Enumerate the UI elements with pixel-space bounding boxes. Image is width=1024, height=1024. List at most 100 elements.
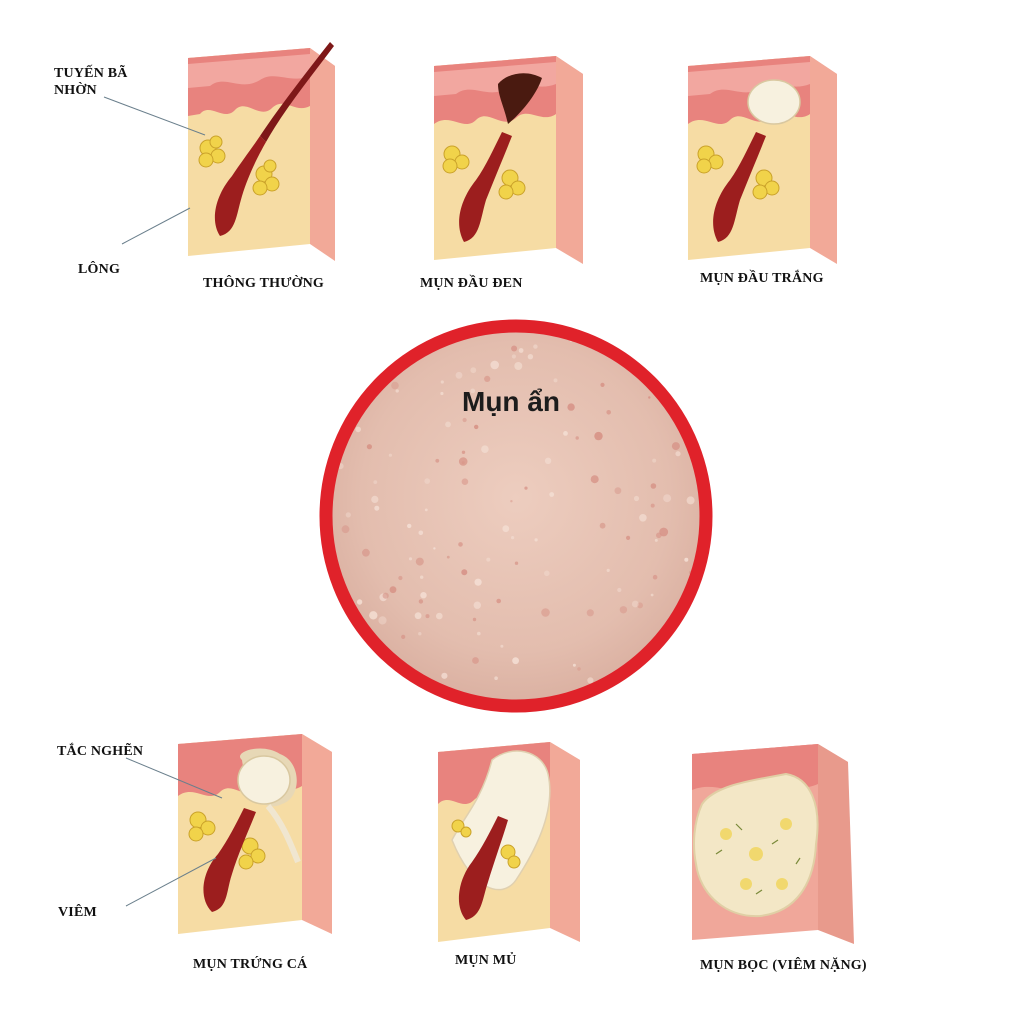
skin-spot (408, 557, 413, 561)
skin-spot (553, 378, 558, 383)
skin-spot (455, 371, 463, 379)
skin-spot (496, 598, 501, 604)
skin-spot (472, 617, 477, 622)
skin-spot (684, 557, 689, 562)
skin-spot (518, 348, 524, 353)
skin-spot (436, 612, 443, 620)
skin-spot (461, 450, 466, 454)
skin-spot (534, 538, 538, 542)
skin-spot (462, 417, 467, 423)
skin-spot (481, 445, 489, 453)
whitehead-label: MỤN ĐẦU TRẮNG (700, 271, 824, 286)
panel-papule (172, 722, 342, 947)
skin-spot (616, 689, 620, 693)
skin-spot (590, 475, 599, 484)
skin-spot (441, 672, 448, 679)
skin-spot (494, 676, 498, 680)
skin-spot (671, 442, 680, 451)
skin-spot (587, 677, 594, 684)
skin-spot (656, 532, 662, 539)
hair-label: LÔNG (78, 262, 121, 277)
skin-spot (435, 458, 440, 463)
skin-spot (470, 388, 476, 394)
skin-spot (382, 592, 389, 599)
blockage-label: TẮC NGHẼN (57, 744, 144, 759)
skin-spot (474, 424, 479, 430)
skin-spot (425, 614, 430, 619)
skin-spot (648, 396, 651, 399)
skin-spot (511, 345, 518, 352)
center-label: Mụn ẩn (462, 386, 560, 417)
skin-spot (544, 457, 552, 464)
skin-spot (414, 612, 422, 620)
skin-spot (514, 362, 523, 370)
skin-spot (369, 611, 378, 620)
skin-spot (341, 525, 350, 534)
skin-spot (446, 555, 450, 559)
skin-spot (511, 536, 515, 540)
skin-spot (663, 494, 672, 503)
skin-spot (514, 561, 519, 565)
skin-spot (490, 360, 499, 370)
skin-spot (355, 426, 361, 433)
skin-spot (393, 335, 400, 342)
skin-spot (650, 483, 657, 489)
skin-spot (633, 495, 640, 502)
skin-spot (527, 354, 534, 360)
skin-spot (486, 557, 491, 562)
skin-spot (563, 431, 568, 436)
skin-spot (650, 503, 655, 508)
skin-spot (671, 367, 676, 373)
skin-spot (371, 495, 379, 503)
skin-spot (686, 496, 695, 505)
panel-normal (180, 36, 350, 266)
skin-spot (594, 431, 603, 441)
skin-spot (418, 530, 424, 536)
skin-spot (472, 657, 479, 664)
skin-spot (599, 522, 606, 529)
skin-spot (445, 421, 451, 428)
panel-whitehead (682, 44, 852, 269)
skin-spot (418, 599, 424, 604)
skin-spot (418, 632, 422, 636)
skin-spot (654, 538, 658, 542)
skin-spot (424, 478, 430, 484)
skin-spot (685, 338, 688, 342)
skin-spot (398, 575, 403, 581)
skin-spot (367, 352, 373, 358)
skin-spot (502, 525, 510, 533)
skin-spot (652, 574, 658, 580)
skin-spot (617, 587, 622, 593)
skin-spot (420, 575, 424, 579)
skin-spot (606, 568, 610, 572)
skin-spot (474, 578, 482, 586)
panel-blackhead (428, 44, 598, 269)
skin-spot (567, 403, 575, 411)
skin-spot (606, 410, 611, 415)
skin-spot (549, 492, 555, 497)
skin-spot (577, 667, 581, 671)
skin-spot (637, 602, 643, 609)
sebaceous-gland-label: TUYẾN BÃ NHỜN (54, 66, 128, 98)
skin-spot (544, 570, 550, 577)
skin-spot (511, 354, 516, 359)
skin-spot (639, 514, 647, 522)
skin-spot (541, 608, 550, 617)
skin-spot (533, 344, 538, 349)
skin-spot (401, 634, 406, 639)
skin-spot (614, 487, 622, 495)
skin-spot (461, 478, 469, 485)
skin-spot (572, 663, 576, 667)
skin-spot (477, 631, 481, 636)
skin-spot (652, 458, 657, 463)
papule-label: MỤN TRỨNG CÁ (193, 957, 308, 972)
skin-spot (631, 600, 639, 608)
skin-spot (415, 557, 424, 566)
skin-spot (356, 599, 363, 605)
pustule-label: MỤN MỦ (455, 953, 517, 968)
skin-spot (650, 593, 654, 597)
skin-spot (600, 382, 605, 387)
skin-spot (458, 542, 463, 547)
skin-spot (675, 451, 681, 457)
skin-spot (365, 360, 370, 365)
